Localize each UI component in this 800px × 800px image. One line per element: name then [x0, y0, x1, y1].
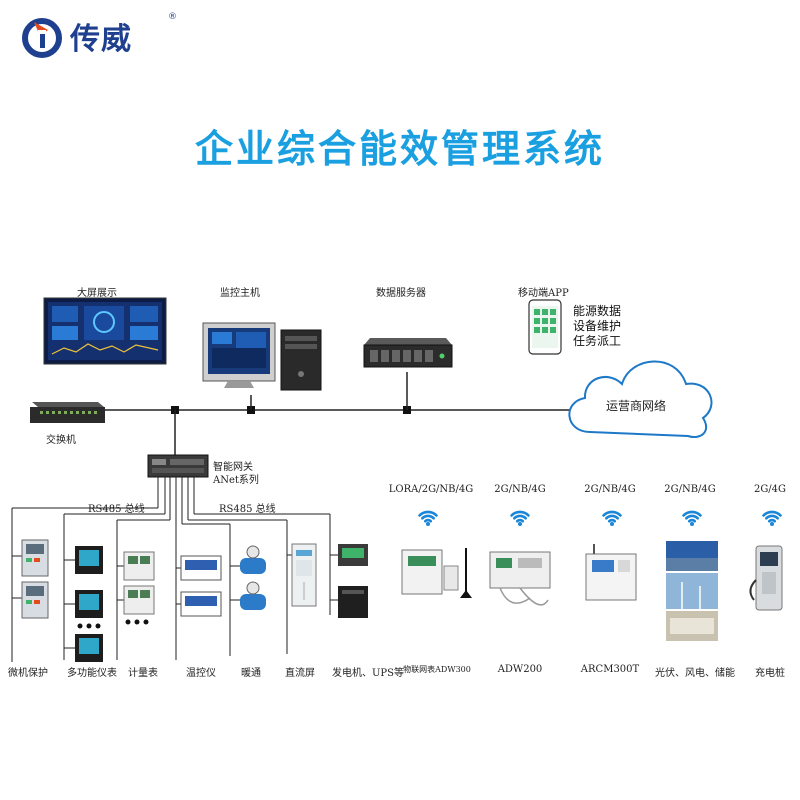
label-carrier-network: 运营商网络: [605, 399, 666, 413]
brand-name: 传威: [70, 22, 132, 57]
label-monitoring-host: 监控主机: [220, 288, 260, 299]
wifi-icon-group: [418, 510, 782, 526]
renewable-energy-images: [666, 541, 718, 641]
wifi-icon: [510, 510, 530, 526]
app-feature-list: 能源数据 设备维护 任务派工: [573, 304, 621, 349]
wireless-protocol-label: LORA/2G/NB/4G: [388, 484, 474, 495]
dc-panel-cabinet: [291, 543, 317, 607]
brand-registered-mark: ®: [168, 12, 177, 22]
ev-charger: [749, 545, 783, 611]
label-switch: 交换机: [46, 435, 76, 446]
wireless-meter-arcm300t: [585, 544, 637, 601]
network-switch: [30, 402, 105, 423]
app-feature-item: 能源数据: [573, 304, 622, 318]
wireless-device-label: ARCM300T: [580, 664, 640, 675]
mobile-phone: [528, 299, 562, 355]
wireless-protocol-label: 2G/NB/4G: [664, 484, 716, 495]
wireless-protocol-label: 2G/4G: [753, 484, 787, 495]
cloud-icon: [568, 360, 713, 438]
label-multimeter: 多功能仪表: [67, 668, 117, 679]
data-server: [363, 338, 453, 368]
label-data-server: 数据服务器: [376, 288, 426, 299]
label-hvac: 暖通: [241, 668, 261, 679]
wireless-device-label: 物联网表ADW300: [403, 665, 471, 674]
wifi-icon: [602, 510, 622, 526]
wireless-iot-meter: [401, 548, 472, 598]
smart-gateway: [147, 454, 209, 478]
wireless-protocol-label: 2G/NB/4G: [584, 484, 636, 495]
generator-ups: [338, 544, 368, 618]
page-title: 企业综合能效管理系统: [194, 127, 605, 171]
label-generator: 发电机、UPS等: [332, 668, 405, 679]
wireless-device-label: ADW200: [497, 664, 543, 675]
app-feature-item: 设备维护: [573, 319, 622, 333]
brand-logo-icon: [22, 18, 62, 58]
wifi-icon: [418, 510, 438, 526]
label-mobile-app: 移动端APP: [518, 288, 569, 299]
label-meter: 计量表: [128, 668, 158, 679]
wifi-icon: [682, 510, 702, 526]
rs485-bus-lines: [11, 477, 338, 662]
label-gateway-line1: 智能网关: [213, 462, 253, 473]
temperature-controllers: [180, 555, 222, 617]
protection-relay-devices: [21, 539, 49, 619]
energy-meters: [123, 551, 155, 625]
wireless-device-label: 光伏、风电、储能: [655, 668, 735, 679]
multifunction-meters: [75, 546, 103, 662]
label-big-screen: 大屏展示: [77, 288, 117, 299]
wireless-protocol-label: 2G/NB/4G: [494, 484, 546, 495]
hvac-flowmeters: [240, 545, 266, 610]
label-rs485-left: RS485 总线: [88, 504, 145, 515]
big-screen-display: [43, 297, 167, 365]
wifi-icon: [762, 510, 782, 526]
label-dc-panel: 直流屏: [285, 668, 315, 679]
label-gateway-line2: ANet系列: [213, 475, 259, 486]
wireless-meter-adw200: [489, 551, 551, 606]
monitoring-host: [202, 322, 322, 391]
app-feature-item: 任务派工: [573, 334, 622, 348]
label-temp-controller: 温控仪: [186, 668, 216, 679]
label-protection: 微机保护: [8, 668, 48, 679]
wireless-device-label: 充电桩: [755, 668, 785, 679]
label-rs485-right: RS485 总线: [219, 504, 276, 515]
